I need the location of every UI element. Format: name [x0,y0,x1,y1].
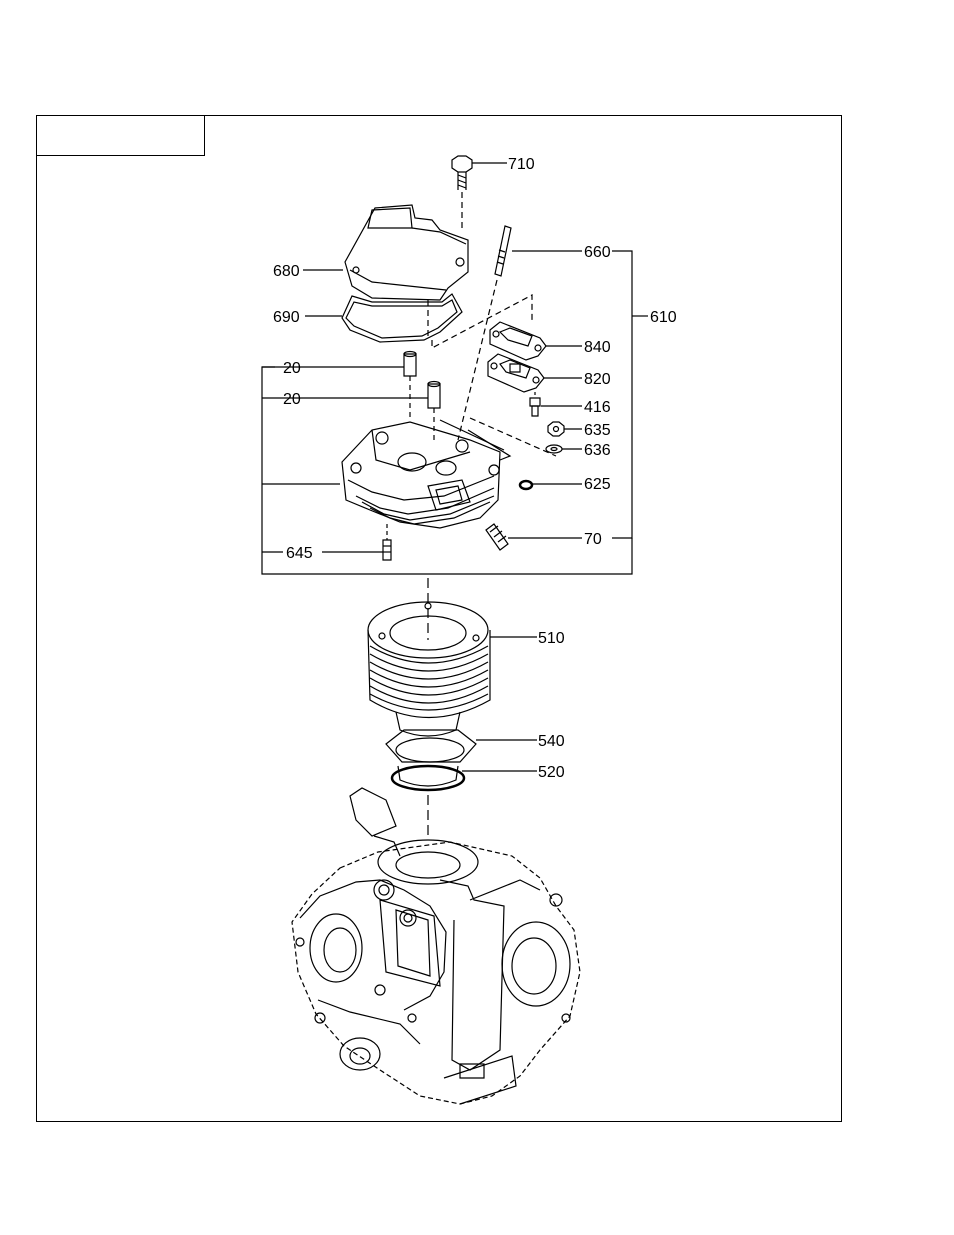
dowel-645 [322,524,392,561]
oring-625 [469,417,582,491]
cylinder-510 [367,601,537,737]
label-820: 820 [584,371,611,388]
cylinder-head [262,419,512,529]
label-520: 520 [538,764,565,781]
label-840: 840 [584,339,611,356]
label-20-lower: 20 [283,391,301,408]
label-540: 540 [538,733,565,750]
label-610: 610 [650,309,677,326]
label-690: 690 [273,309,300,326]
label-636: 636 [584,442,611,459]
part-labels: 710 660 610 680 690 840 820 20 20 416 63… [273,156,677,781]
bolt-710 [451,155,507,232]
gasket-540 [385,729,537,763]
valve-cover-680 [303,204,469,301]
label-645: 645 [286,545,313,562]
label-660: 660 [584,244,611,261]
gasket-690 [305,293,533,349]
label-70: 70 [584,531,602,548]
label-416: 416 [584,399,611,416]
plate-820 [487,353,582,393]
label-625: 625 [584,476,611,493]
bracket-610 [612,250,648,539]
crankcase [291,787,581,1105]
diagram-frame [36,115,842,1122]
washer-636 [545,444,582,454]
stud-660 [457,225,582,441]
nut-635 [547,421,582,437]
bracket-left [261,366,633,575]
gasket-840 [489,321,582,361]
valve-guide-20b [262,376,441,440]
label-710: 710 [508,156,535,173]
label-20-upper: 20 [283,360,301,377]
title-box [36,115,205,156]
plug-416 [529,392,582,417]
valve-guide-20a [262,350,417,377]
stud-70 [485,523,582,551]
label-635: 635 [584,422,611,439]
label-510: 510 [538,630,565,647]
label-680: 680 [273,263,300,280]
oring-520 [390,764,537,792]
